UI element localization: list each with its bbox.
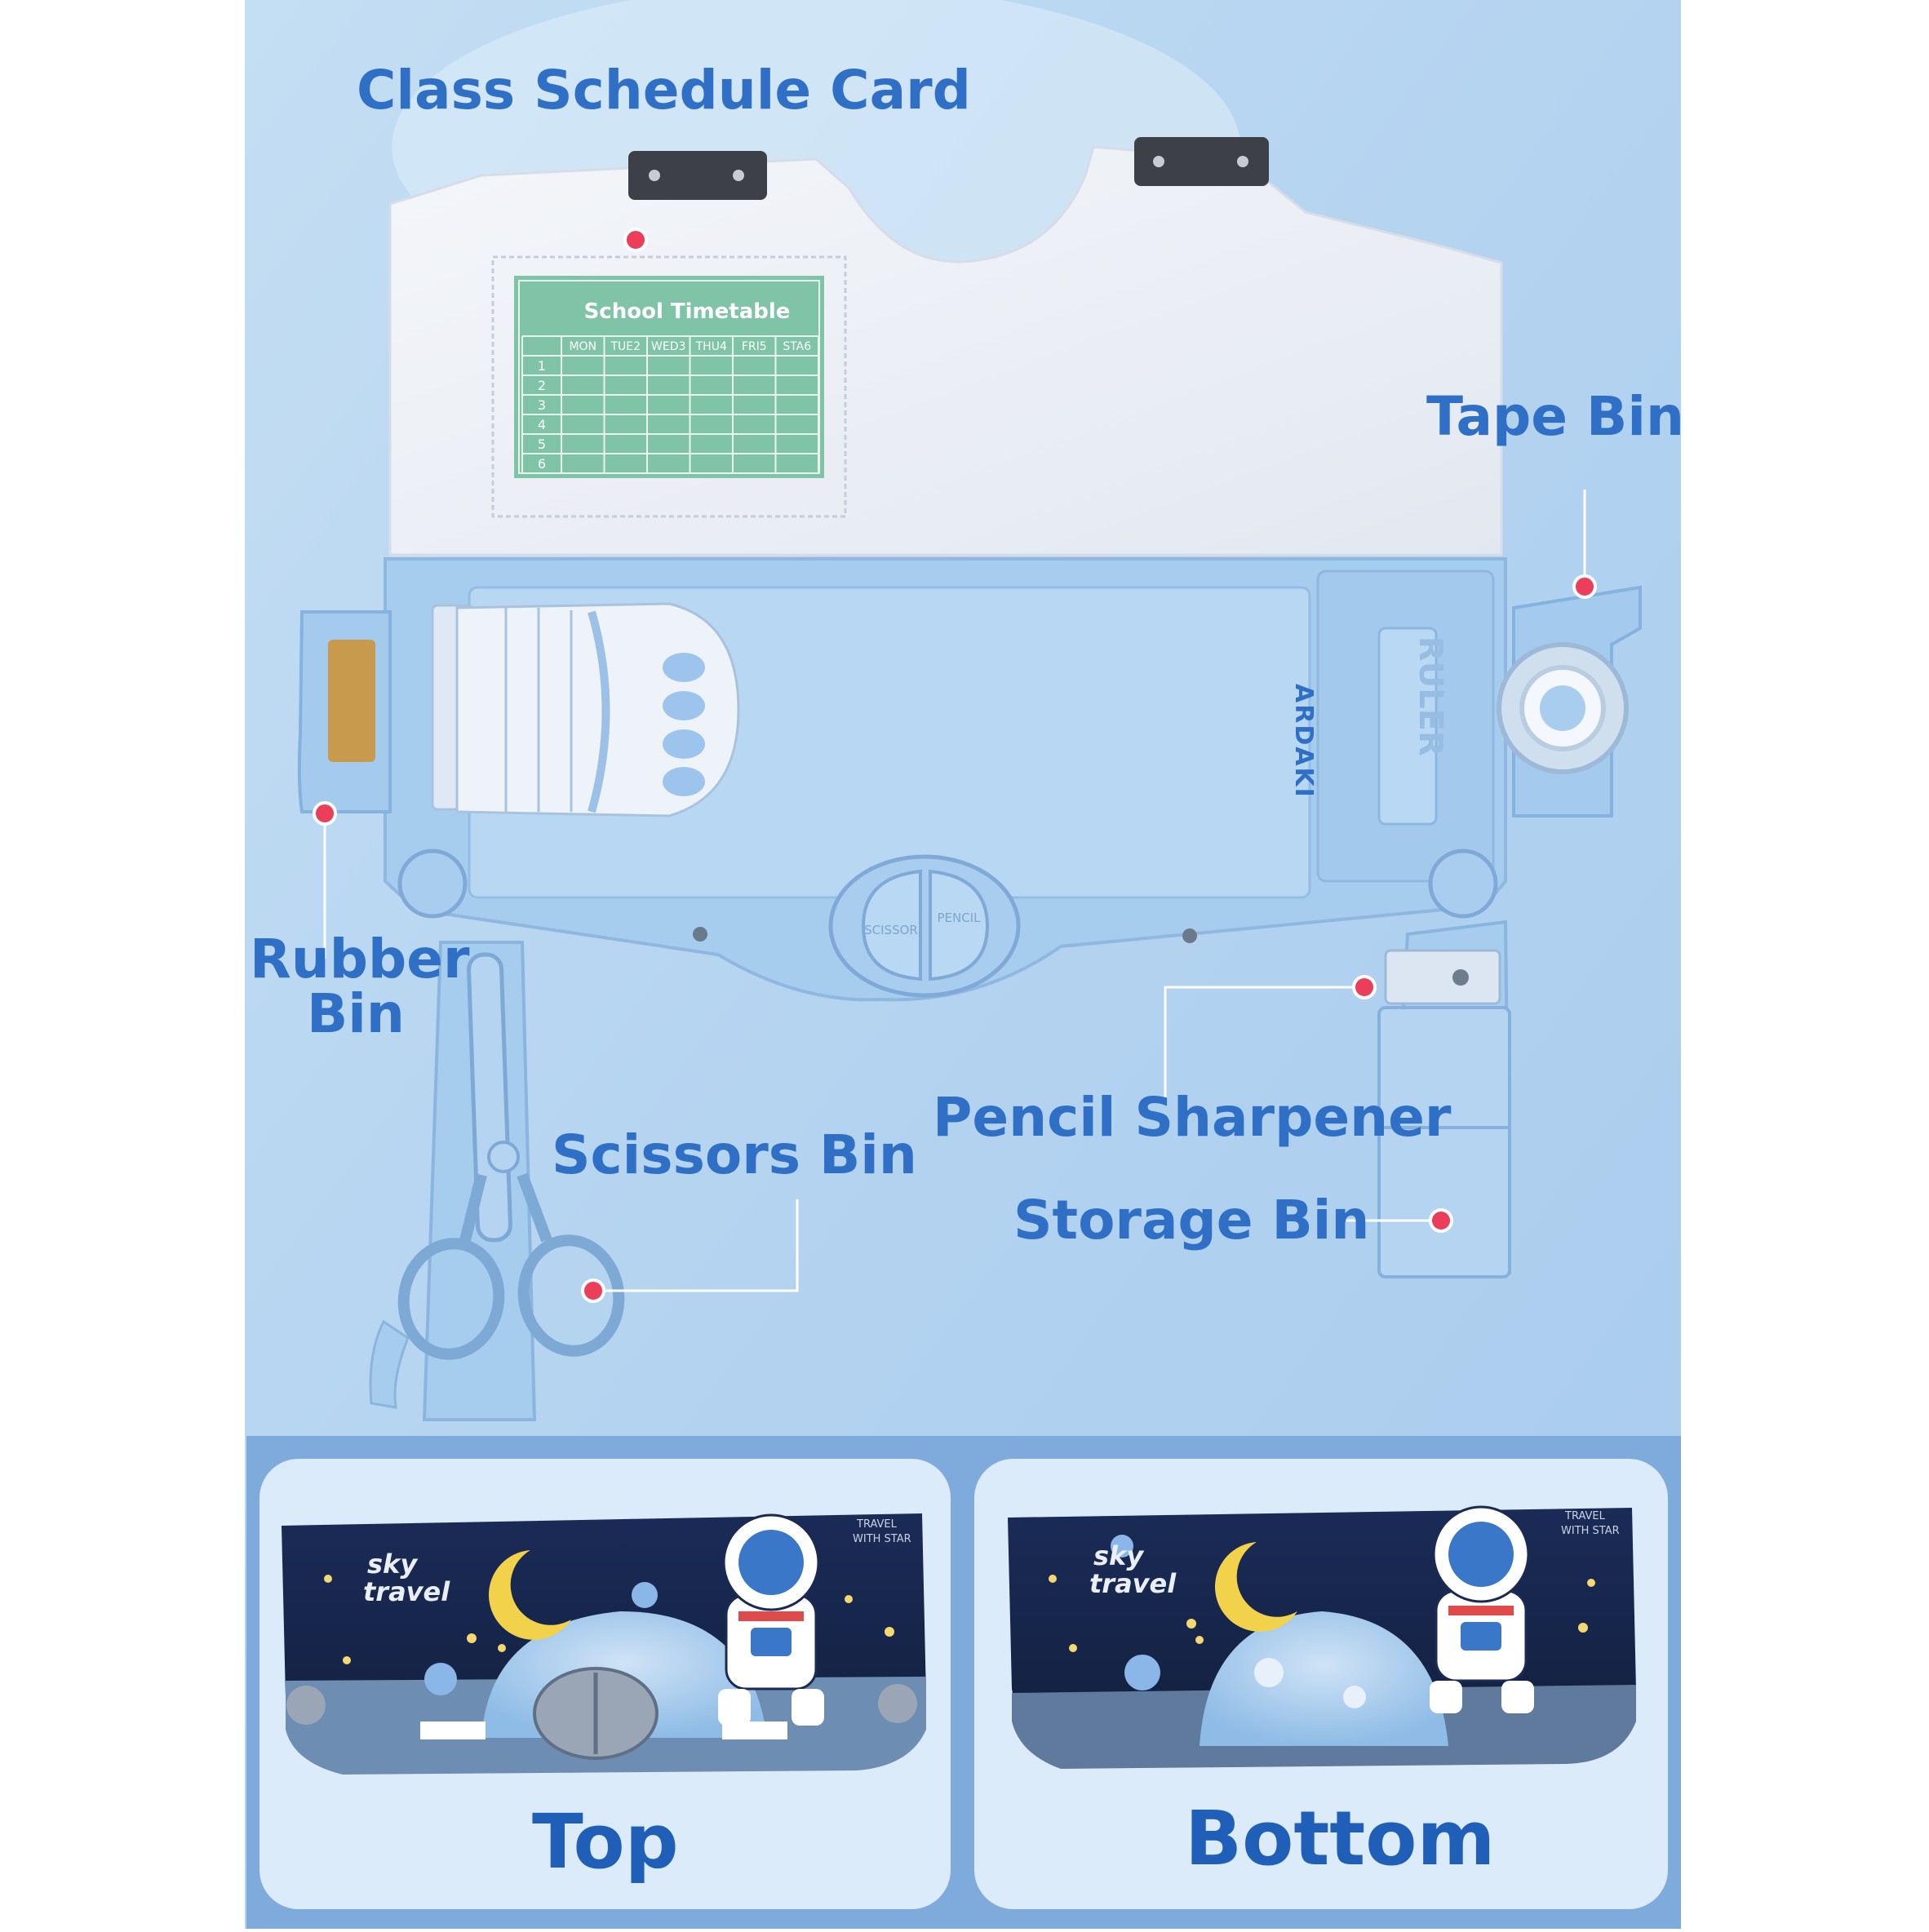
timetable-day-header: THU4 xyxy=(695,340,727,353)
marker-dot-scissors-bin xyxy=(581,1278,605,1303)
label-bottom: Bottom xyxy=(1185,1795,1496,1882)
marker-dot-class-schedule xyxy=(623,228,648,252)
brand-label: ARDAKI xyxy=(1289,684,1318,799)
cover-title-line2: travel xyxy=(363,1576,450,1607)
label-tape-bin: Tape Bin xyxy=(1426,385,1684,448)
timetable-card: School Timetable MON TUE2 WED3 THU4 FRI5 STA6… xyxy=(514,276,824,478)
cover-title-line1: sky xyxy=(367,1549,418,1580)
tape-bin xyxy=(1497,585,1642,818)
cover-title-line2: travel xyxy=(1089,1568,1177,1599)
pencil-holder xyxy=(431,602,740,818)
timetable-row-number: 6 xyxy=(538,456,546,472)
rubber-bin xyxy=(297,610,392,813)
bottom-view-card: sky travel TRAVEL WITH STAR xyxy=(974,1459,1668,1909)
timetable-row-number: 4 xyxy=(538,417,546,432)
label-class-schedule-card: Class Schedule Card xyxy=(357,59,971,122)
leader-lines xyxy=(323,490,1586,1292)
timetable-row-number: 3 xyxy=(538,397,546,413)
cover-tagline-line2: WITH STAR xyxy=(853,1533,911,1545)
cover-tagline-line1: TRAVEL xyxy=(856,1518,898,1531)
cover-tagline-line1: TRAVEL xyxy=(1564,1510,1606,1522)
pencil-button-label: PENCIL xyxy=(938,911,982,925)
timetable-row-number: 5 xyxy=(538,436,546,452)
marker-dot-storage-bin xyxy=(1429,1208,1453,1233)
cover-tagline-line2: WITH STAR xyxy=(1561,1525,1620,1537)
timetable-day-header: FRI5 xyxy=(742,340,767,353)
timetable-day-header: MON xyxy=(569,340,596,353)
sharpener-storage-arm xyxy=(1377,919,1512,1279)
top-view-card: sky travel TRAVEL WITH STAR xyxy=(259,1459,951,1909)
timetable-title: School Timetable xyxy=(584,299,791,324)
astronaut-icon xyxy=(1430,1505,1534,1713)
timetable-day-header: TUE2 xyxy=(610,340,641,353)
label-pencil-sharpener: Pencil Sharpener xyxy=(933,1086,1452,1149)
ruler-label: RULER xyxy=(1412,636,1449,756)
timetable-row-number: 2 xyxy=(538,378,546,393)
timetable-day-header: STA6 xyxy=(783,340,811,353)
label-rubber-bin-line1: Rubber xyxy=(250,928,470,990)
label-scissors-bin: Scissors Bin xyxy=(552,1123,917,1186)
scissor-button-label: SCISSOR xyxy=(864,923,918,937)
timetable-day-header: WED3 xyxy=(651,340,685,353)
marker-dot-pencil-sharpener xyxy=(1352,975,1377,999)
marker-dot-tape-bin xyxy=(1572,574,1597,599)
scissors-bin xyxy=(369,941,625,1421)
cover-title-line1: sky xyxy=(1093,1540,1144,1571)
timetable-row-number: 1 xyxy=(538,358,546,374)
label-storage-bin: Storage Bin xyxy=(1013,1189,1370,1252)
astronaut-icon xyxy=(718,1513,824,1726)
label-top: Top xyxy=(532,1798,679,1885)
marker-dot-rubber-bin xyxy=(313,801,337,826)
label-rubber-bin-line2: Bin xyxy=(307,982,405,1045)
